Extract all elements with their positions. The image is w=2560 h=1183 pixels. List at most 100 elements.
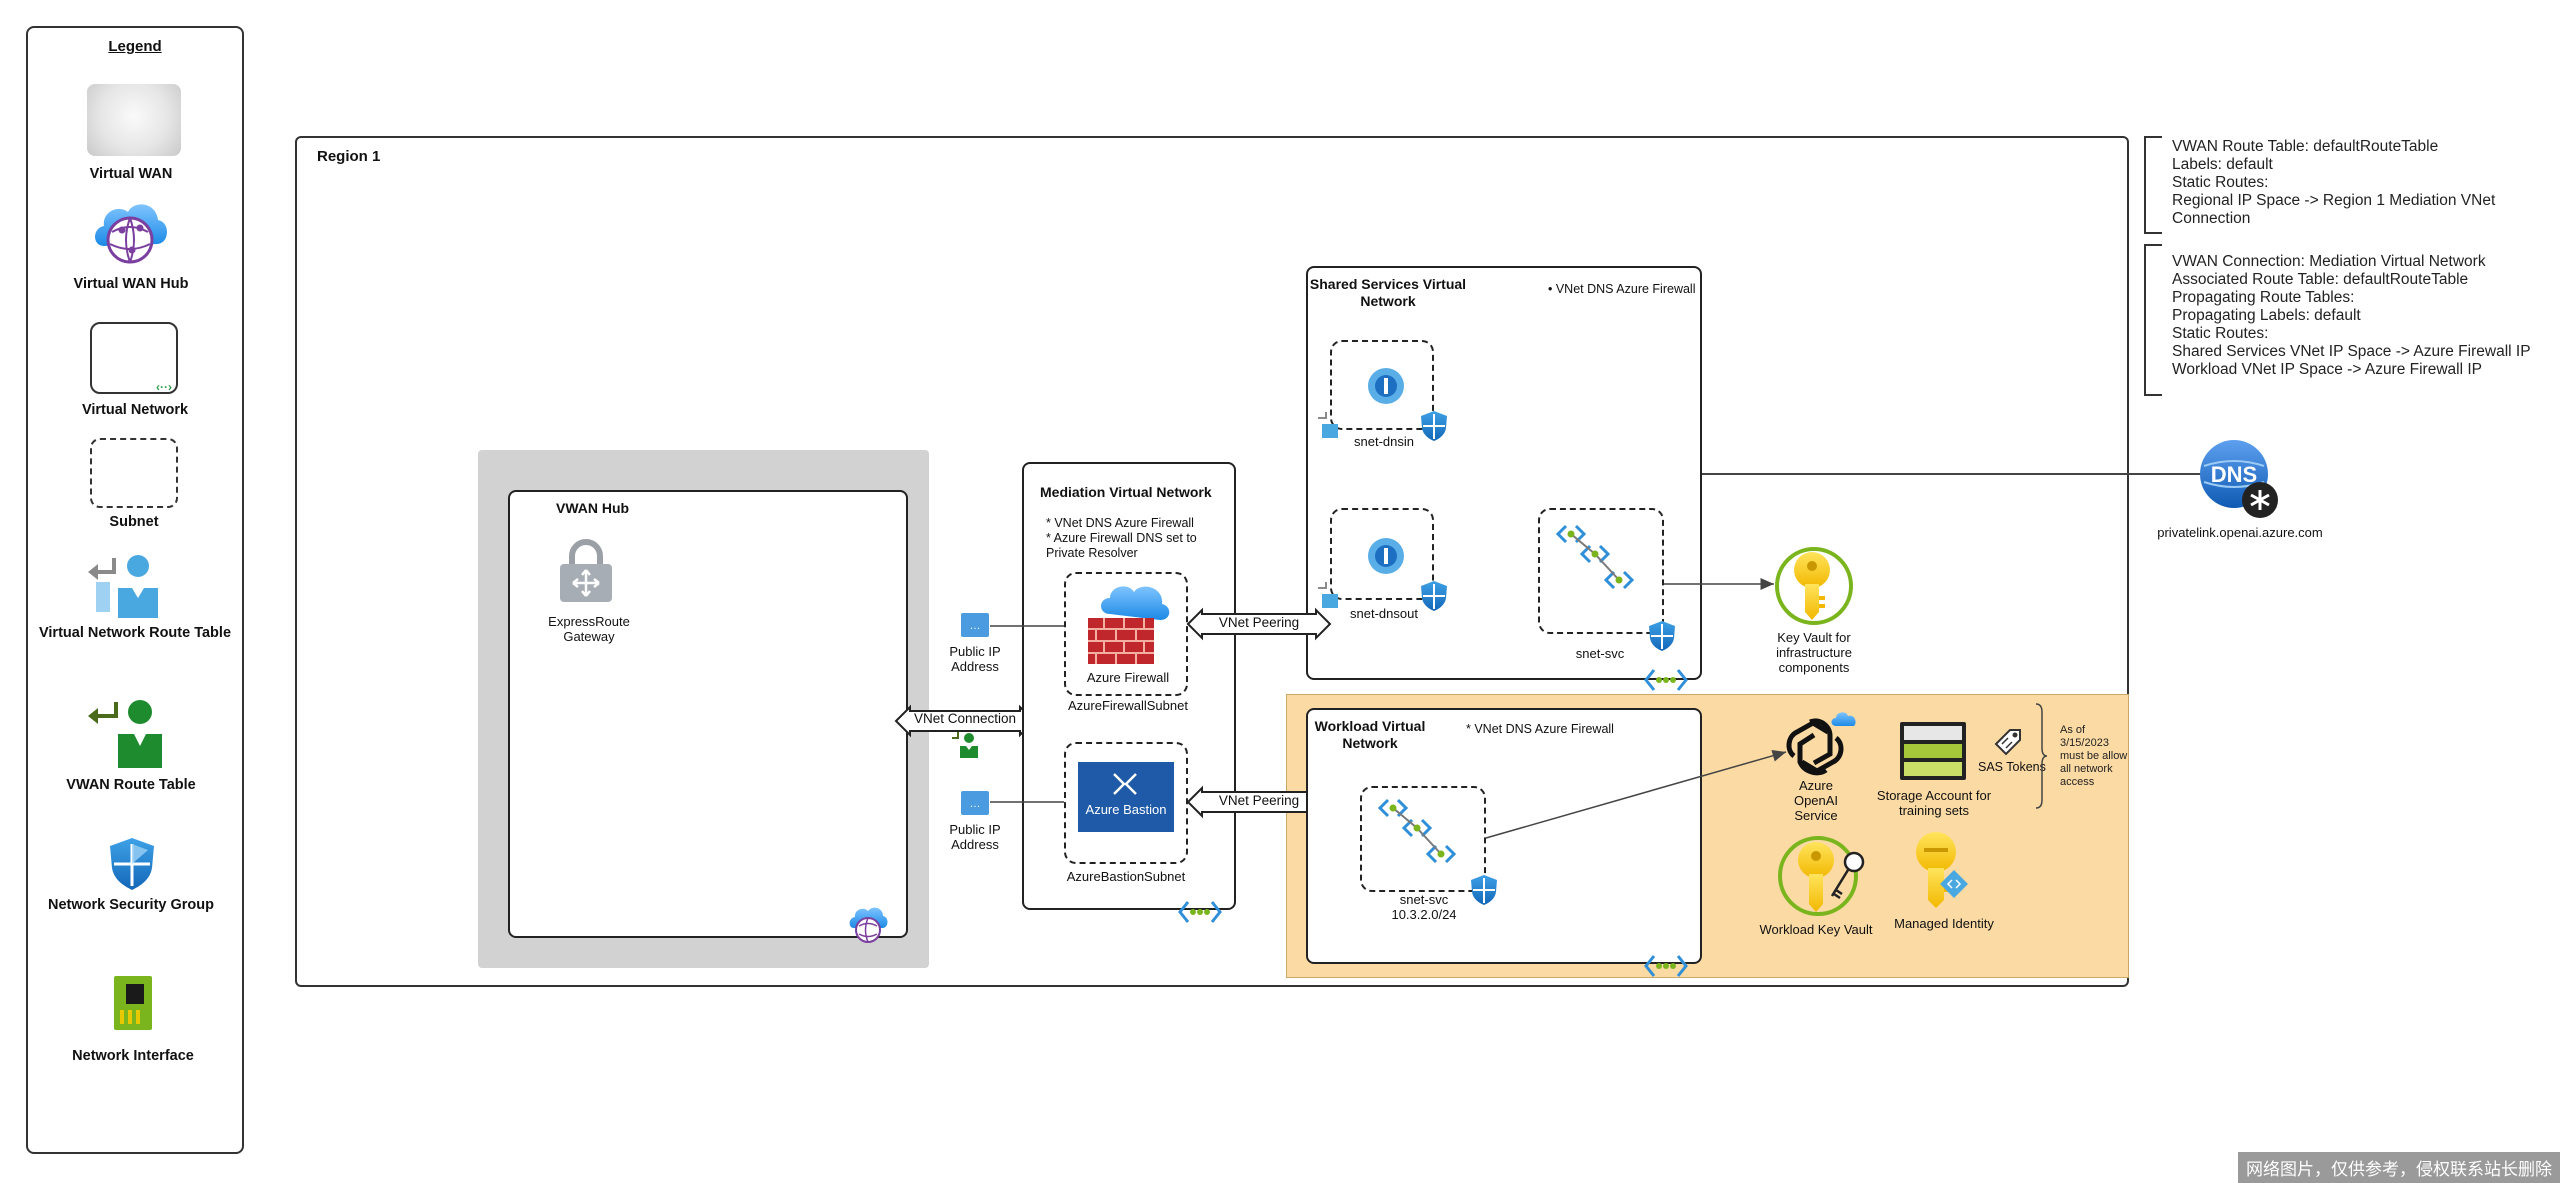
azure-firewall-subnet: [1064, 572, 1188, 696]
workload-vnet-note: * VNet DNS Azure Firewall: [1466, 722, 1614, 736]
virtual-wan-hub-badge-icon: [849, 907, 888, 943]
nsg-mini-icon-workload: [1471, 875, 1497, 905]
sas-tokens-label: SAS Tokens: [1978, 760, 2046, 774]
snet-dnsin-label: snet-dnsin: [1354, 434, 1414, 449]
route-table-mini-icon-dnsin: [1318, 412, 1338, 438]
sas-note-brace: [2035, 703, 2048, 809]
workload-key-vault-label: Workload Key Vault: [1759, 922, 1873, 937]
legend-virtual-wan-label: Virtual WAN: [89, 166, 173, 182]
route-table-note: VWAN Route Table: defaultRouteTable Labe…: [2172, 138, 2496, 227]
virtual-wan-icon: [87, 84, 181, 156]
snet-dnsin-subnet: [1330, 340, 1434, 430]
azure-firewall-icon[interactable]: [1088, 582, 1172, 668]
legend-title: Legend: [108, 38, 162, 55]
snet-svc-workload-label: snet-svc: [1399, 892, 1449, 907]
nsg-mini-icon-shared-svc: [1649, 621, 1675, 651]
legend-virtual-network-label: Virtual Network: [81, 402, 189, 418]
route-connection-bracket: [2144, 244, 2162, 396]
snet-svc-shared-label: snet-svc: [1575, 646, 1625, 661]
snet-svc-shared-subnet: [1538, 508, 1664, 634]
nsg-mini-icon-dnsin: [1421, 411, 1447, 441]
vwan-hub-title: VWAN Hub: [556, 500, 630, 516]
sas-note: As of 3/15/2023 must be allow all networ…: [2060, 724, 2128, 788]
expressroute-gateway-icon[interactable]: [556, 539, 616, 604]
legend-route-table-label: Virtual Network Route Table: [38, 625, 232, 641]
vwan-route-table-icon: [88, 700, 162, 768]
azure-bastion-label: Azure Bastion: [1085, 802, 1167, 817]
nsg-mini-icon-dnsout: [1421, 581, 1447, 611]
watermark: 网络图片，仅供参考，侵权联系站长删除: [2238, 1152, 2560, 1183]
vnet-peering-badge-icon: [1178, 901, 1222, 923]
virtual-network-icon: ‹··›: [90, 322, 178, 394]
vnet-peering-label-shared: VNet Peering: [1218, 615, 1300, 630]
public-ip-label-firewall: Public IP Address: [949, 644, 1001, 674]
public-ip-icon-bastion[interactable]: …: [960, 790, 990, 818]
workload-key-vault-icon[interactable]: [1774, 832, 1874, 936]
region-box: Region 1: [295, 136, 2129, 987]
vwan-hub-box: VWAN Hub ExpressRoute Gateway: [508, 490, 908, 943]
vnet-peering-badge-icon-workload: [1644, 955, 1688, 977]
key-vault-icon-infra[interactable]: [1772, 544, 1854, 626]
legend-virtual-wan-hub-label: Virtual WAN Hub: [73, 276, 189, 292]
storage-account-label: Storage Account for training sets: [1876, 788, 1992, 818]
shared-services-note: • VNet DNS Azure Firewall: [1548, 282, 1696, 296]
snet-svc-workload-subnet: [1360, 786, 1486, 892]
managed-identity-icon[interactable]: [1908, 828, 1978, 910]
mediation-vnet-box: Mediation Virtual Network * VNet DNS Azu…: [1022, 462, 1236, 910]
legend-nsg-label: Network Security Group: [48, 897, 214, 913]
virtual-wan-hub-icon: [95, 204, 167, 264]
private-endpoint-icon-workload[interactable]: [1377, 796, 1468, 880]
azure-openai-icon[interactable]: [1784, 712, 1856, 776]
dns-zone-label: privatelink.openai.azure.com: [2157, 525, 2323, 540]
storage-account-icon[interactable]: [1898, 720, 1968, 782]
peering-dots-icon: ‹··›: [156, 380, 172, 394]
managed-identity-label: Managed Identity: [1894, 916, 1994, 931]
route-table-mini-icon-dnsout: [1318, 582, 1338, 608]
route-table-bracket: [2144, 136, 2162, 234]
legend-subnet-label: Subnet: [109, 514, 159, 530]
nsg-icon: [110, 838, 154, 890]
region-title: Region 1: [317, 148, 381, 165]
azure-firewall-subnet-label: AzureFirewallSubnet: [1068, 698, 1188, 713]
route-table-icon: [88, 555, 158, 618]
legend-nic-label: Network Interface: [72, 1048, 194, 1064]
vnet-peering-arrow-shared: [1186, 607, 1332, 641]
azure-bastion-subnet-label: AzureBastionSubnet: [1066, 869, 1186, 884]
azure-openai-label: Azure OpenAI Service: [1793, 778, 1839, 823]
vnet-peering-label-workload: VNet Peering: [1218, 793, 1300, 808]
dns-resolver-inbound-icon[interactable]: [1366, 366, 1406, 406]
private-endpoint-icon-shared[interactable]: [1555, 522, 1646, 606]
expressroute-gateway-label: ExpressRoute Gateway: [548, 614, 630, 644]
svg-text:…: …: [970, 620, 981, 632]
legend-panel: Legend Virtual WAN Virtual WAN Hub ‹··› …: [26, 26, 244, 1154]
dns-zone-icon[interactable]: DNS: [2198, 438, 2280, 520]
shared-services-title: Shared Services Virtual Network: [1309, 276, 1467, 309]
subnet-icon: [90, 438, 178, 508]
workload-vnet-title: Workload Virtual Network: [1314, 718, 1426, 751]
dns-resolver-outbound-icon[interactable]: [1366, 536, 1406, 576]
azure-bastion-subnet: [1064, 742, 1188, 864]
workload-vnet-box: Workload Virtual Network * VNet DNS Azur…: [1306, 708, 1702, 964]
svg-text:…: …: [970, 798, 981, 810]
vnet-connection-label: VNet Connection: [913, 711, 1017, 726]
azure-bastion-icon[interactable]: Azure Bastion: [1078, 762, 1174, 832]
route-connection-note: VWAN Connection: Mediation Virtual Netwo…: [2172, 253, 2531, 378]
snet-svc-workload-cidr: 10.3.2.0/24: [1391, 907, 1457, 922]
key-vault-infra-label: Key Vault for infrastructure components: [1776, 630, 1852, 675]
azure-firewall-label: Azure Firewall: [1086, 670, 1170, 685]
snet-dnsout-subnet: [1330, 508, 1434, 600]
svg-text:DNS: DNS: [2211, 462, 2257, 487]
sas-token-icon: [1994, 729, 2021, 756]
vnet-peering-badge-icon-shared: [1644, 669, 1688, 691]
mediation-vnet-title: Mediation Virtual Network: [1040, 484, 1212, 500]
public-ip-label-bastion: Public IP Address: [949, 822, 1001, 852]
shared-services-vnet-box: Shared Services Virtual Network • VNet D…: [1306, 266, 1702, 680]
legend-vwan-route-table-label: VWAN Route Table: [66, 777, 196, 793]
mediation-vnet-notes: * VNet DNS Azure Firewall * Azure Firewa…: [1046, 516, 1197, 560]
snet-dnsout-label: snet-dnsout: [1350, 606, 1418, 621]
nic-icon: [114, 976, 152, 1030]
public-ip-icon[interactable]: …: [960, 612, 990, 640]
bastion-arrows-icon: [1113, 773, 1137, 795]
vwan-route-table-mini-icon: [952, 732, 978, 758]
